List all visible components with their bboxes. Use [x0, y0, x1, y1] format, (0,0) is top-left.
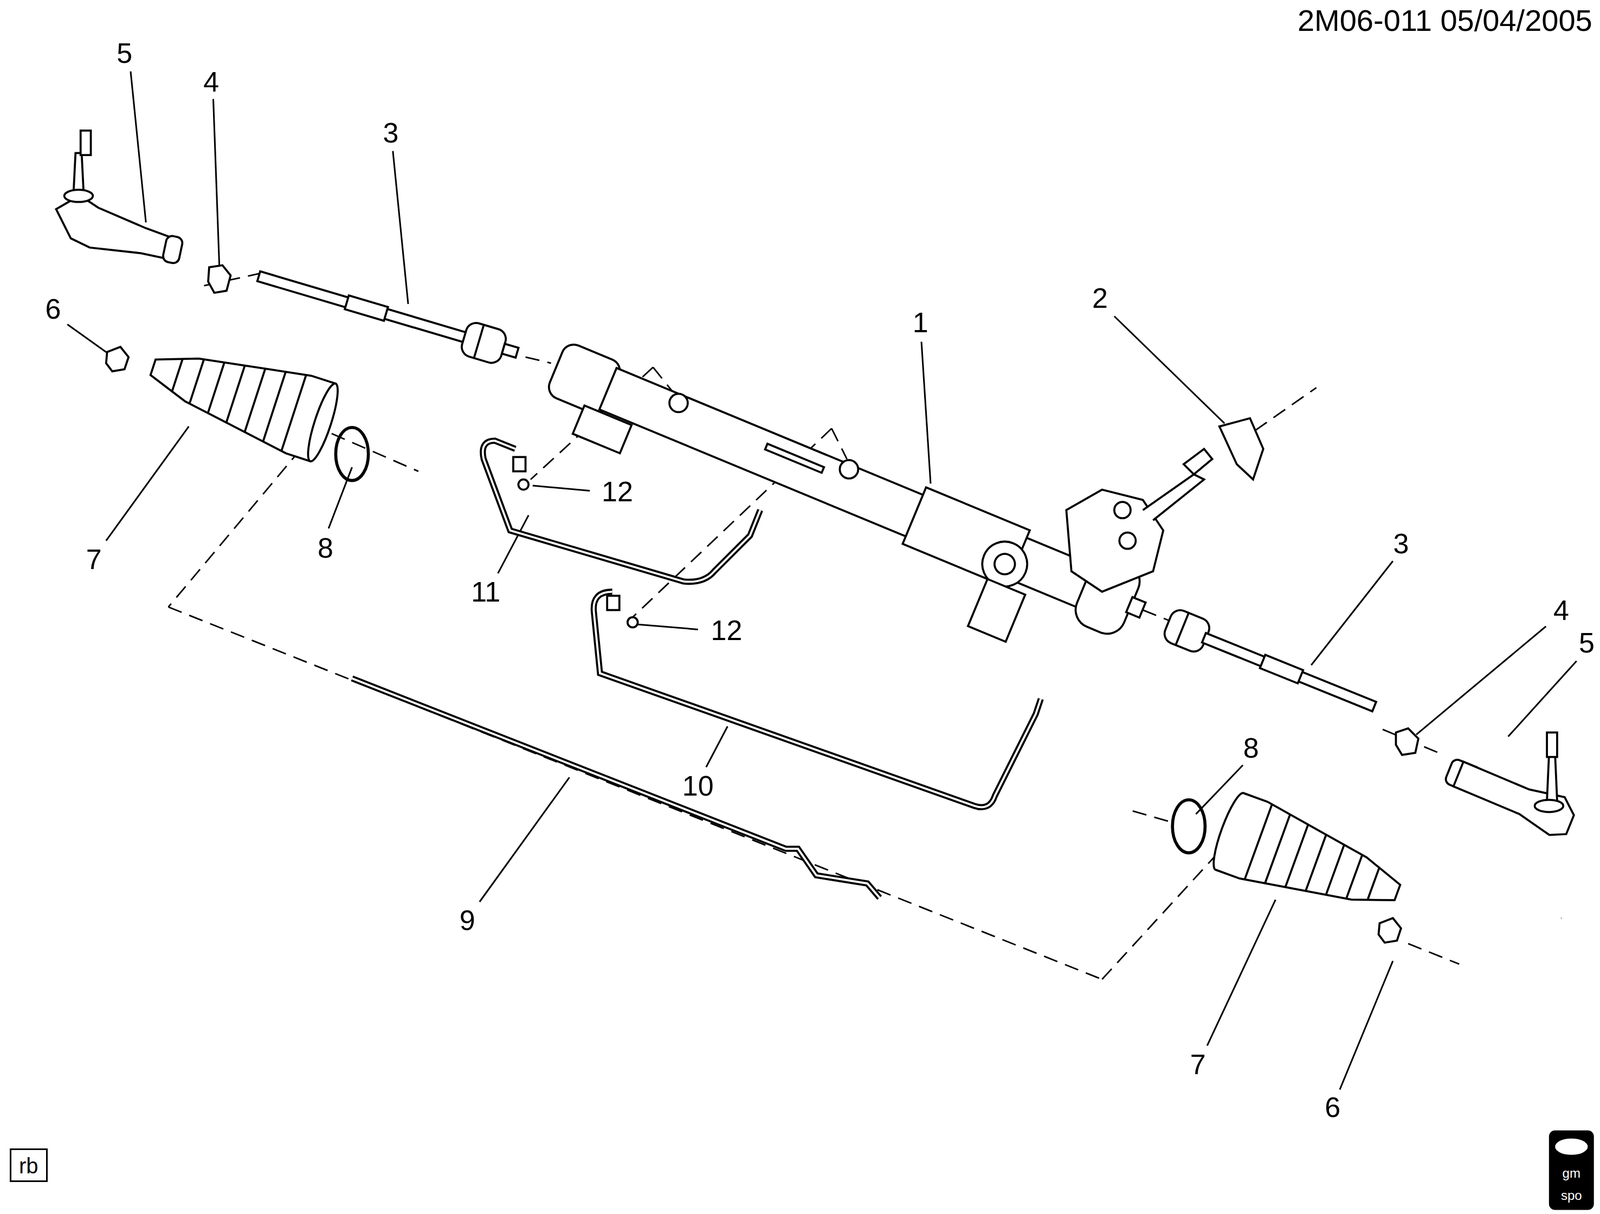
callout-number: 8	[1243, 733, 1260, 763]
callout-number: 6	[1324, 1093, 1341, 1122]
callout-number: 4	[1553, 596, 1570, 625]
callout-number: 12	[601, 477, 634, 506]
callout-number: 7	[86, 545, 102, 574]
callout-number: 10	[682, 771, 714, 800]
callout-number: 12	[711, 616, 743, 645]
callout-number: 7	[1190, 1050, 1206, 1079]
callout-number: 6	[44, 294, 61, 324]
callout-number: 3	[1392, 529, 1409, 558]
callout-number: 8	[317, 533, 334, 563]
callout-number: 5	[116, 39, 133, 68]
callout-number: 2	[1092, 284, 1108, 313]
callout-number: 5	[1578, 628, 1595, 657]
callout-number: 9	[459, 906, 476, 935]
callout-number: 11	[471, 577, 501, 606]
callout-number: 4	[203, 67, 219, 96]
logo-text: gm	[1562, 1166, 1581, 1180]
stamp-box: rb	[9, 1148, 48, 1183]
callout-number: 3	[383, 118, 399, 147]
callout-number: 1	[912, 308, 929, 337]
drawing-number: 2M06-011 05/04/2005	[1297, 5, 1593, 36]
stamp-text: rb	[18, 1155, 39, 1177]
logo-text: spo	[1560, 1189, 1583, 1203]
